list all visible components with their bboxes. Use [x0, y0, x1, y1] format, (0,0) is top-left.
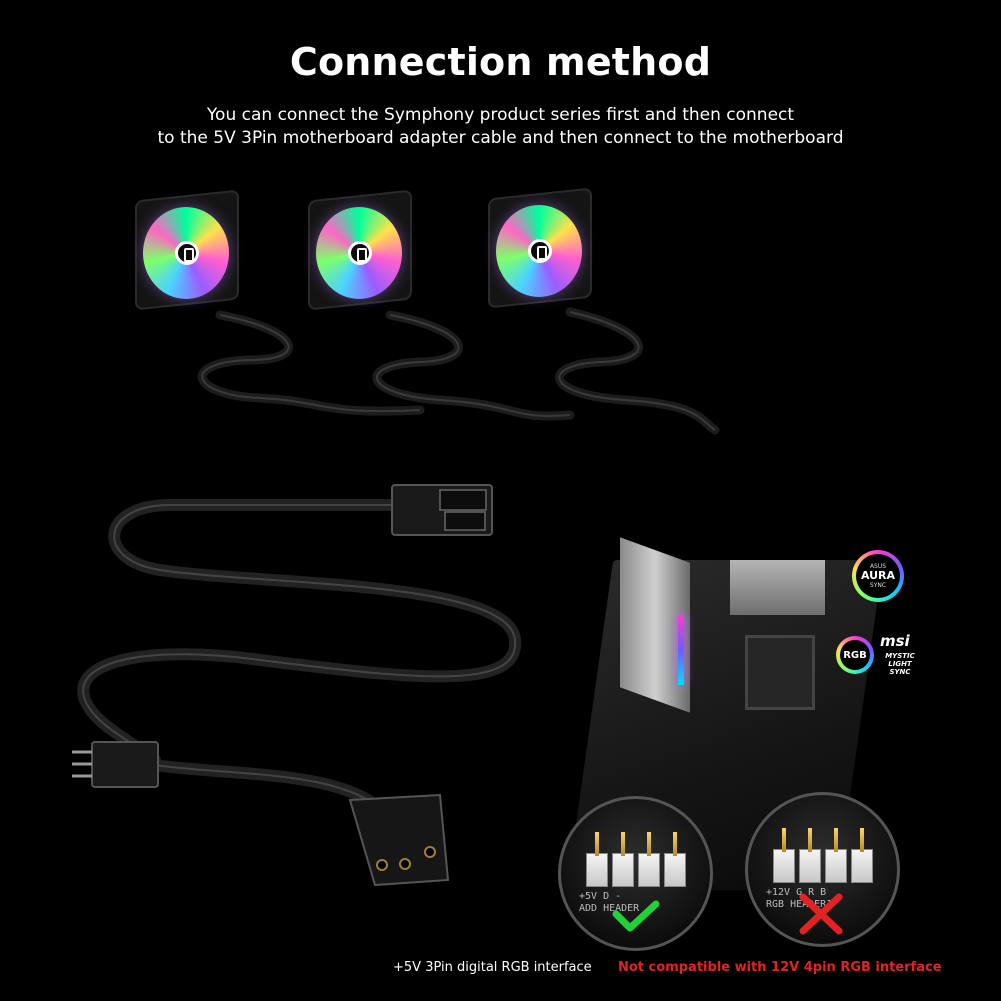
fan-row [0, 185, 1001, 445]
fan-logo-icon [175, 241, 199, 265]
adapter-cable [77, 498, 522, 811]
cpu-socket [745, 635, 815, 710]
subtitle-line-2: to the 5V 3Pin motherboard adapter cable… [157, 128, 844, 148]
male-connector [391, 484, 493, 536]
page-subtitle: You can connect the Symphony product ser… [0, 104, 1001, 150]
rgb-fan-1 [135, 189, 245, 320]
motherboard [550, 537, 884, 940]
fan-logo-icon [528, 239, 552, 263]
asus-aura-sync-logo: ASUS AURA SYNC [852, 550, 904, 602]
check-icon [612, 900, 660, 932]
cross-icon [799, 893, 843, 935]
incompatible-header-zoom: +12V G R B RGB HEADER1 [745, 792, 900, 947]
subtitle-line-1: You can connect the Symphony product ser… [206, 105, 795, 125]
page-title: Connection method [289, 40, 712, 84]
rgb-fan-2 [308, 189, 418, 320]
3pin-socket [348, 793, 450, 887]
3pin-plug [72, 741, 159, 788]
compatible-caption: +5V 3Pin digital RGB interface [393, 960, 592, 975]
rgb-fan-3 [488, 187, 598, 318]
msi-mystic-light-sync-logo: RGB msi MYSTIC LIGHT SYNC [836, 628, 926, 684]
rgb-stripe [678, 615, 684, 685]
incompatible-caption: Not compatible with 12V 4pin RGB interfa… [618, 960, 942, 975]
fan-logo-icon [348, 241, 372, 265]
